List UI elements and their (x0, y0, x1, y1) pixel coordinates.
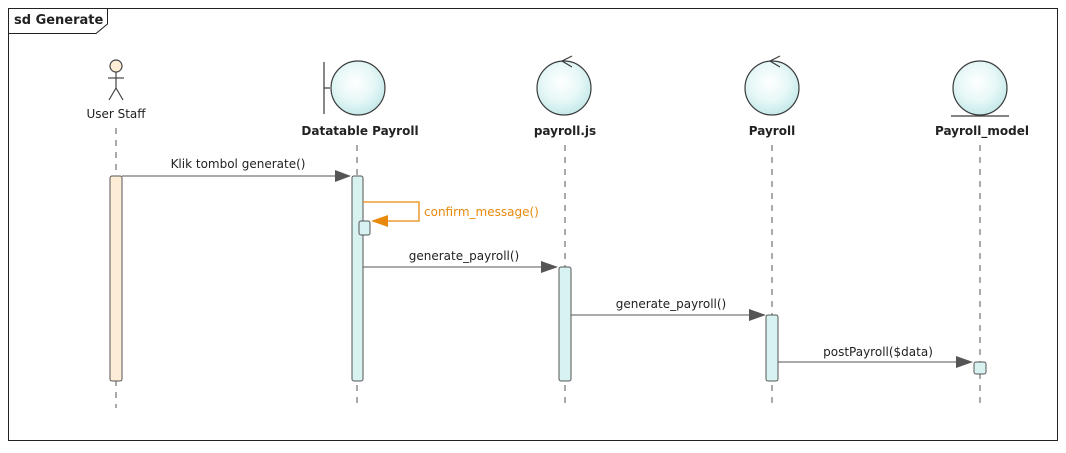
participant-payroll: Payroll (744, 55, 800, 138)
message-confirm-message: confirm_message() (363, 201, 539, 227)
participant-user-staff: User Staff (86, 59, 146, 121)
message-generate-payroll-2: generate_payroll() (571, 297, 766, 321)
message-klik-tombol-generate: Klik tombol generate() (122, 157, 351, 182)
activation-payroll-js (558, 266, 572, 382)
frame-title-tab (8, 8, 108, 34)
activation-payroll-model (973, 361, 987, 375)
activation-datatable-payroll (351, 175, 364, 382)
activation-payroll (765, 314, 779, 382)
message-label: generate_payroll() (616, 297, 726, 311)
arrowhead-icon (749, 309, 766, 321)
control-icon (744, 55, 800, 116)
participant-payroll-model: Payroll_model (935, 60, 1029, 139)
arrowhead-icon (956, 356, 973, 368)
entity-icon (951, 60, 1009, 117)
message-post-payroll: postPayroll($data) (778, 345, 973, 368)
message-label: Klik tombol generate() (171, 157, 306, 171)
participant-name: Datatable Payroll (301, 124, 418, 138)
activation-datatable-self (358, 220, 371, 236)
arrowhead-icon (371, 215, 388, 227)
arrowhead-icon (335, 170, 351, 182)
frame-border (8, 8, 1058, 441)
message-label: generate_payroll() (409, 249, 519, 263)
frame-title: sd Generate (14, 13, 104, 28)
message-label: postPayroll($data) (823, 345, 933, 359)
activation-user-staff (109, 175, 123, 382)
arrowhead-icon (541, 261, 558, 273)
participant-name: Payroll (749, 124, 795, 138)
message-generate-payroll-1: generate_payroll() (363, 249, 558, 273)
actor-icon (108, 59, 124, 101)
participant-name: payroll.js (534, 124, 596, 138)
boundary-icon (323, 60, 386, 116)
participant-name: Payroll_model (935, 124, 1029, 139)
message-label: confirm_message() (424, 205, 539, 219)
control-icon (536, 55, 592, 116)
participant-datatable-payroll: Datatable Payroll (301, 60, 419, 138)
participant-payroll-js: payroll.js (534, 55, 596, 138)
participant-name: User Staff (86, 107, 146, 121)
